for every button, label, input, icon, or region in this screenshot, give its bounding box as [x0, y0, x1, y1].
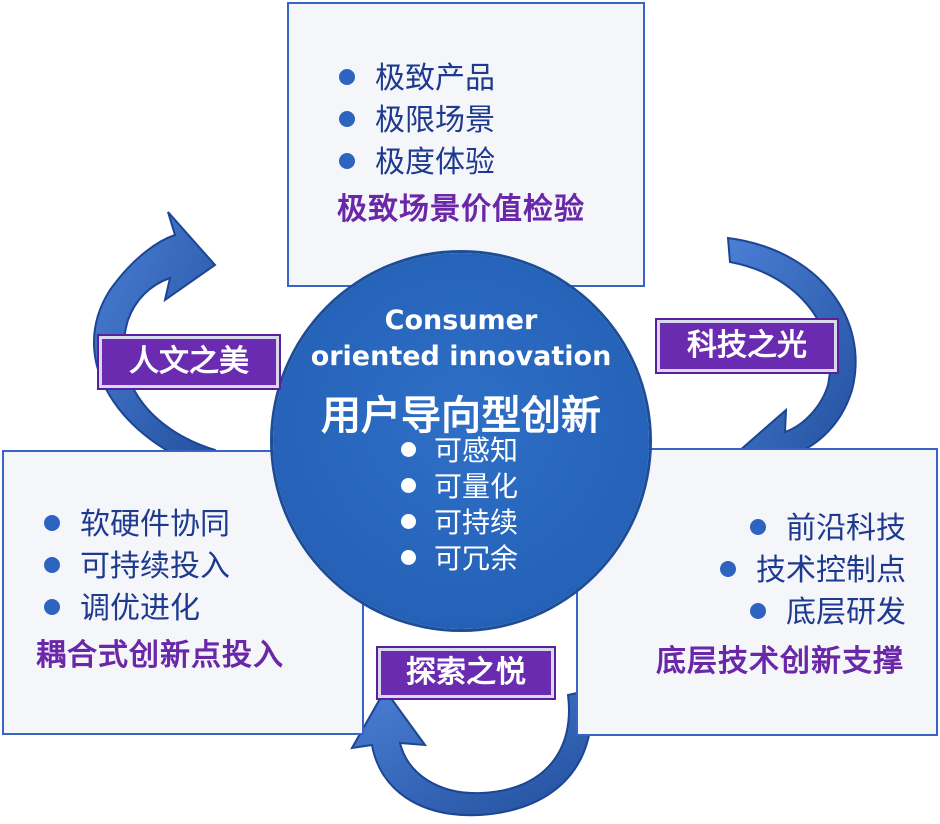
- bullet-icon: [401, 549, 416, 565]
- bullet-icon: [720, 560, 736, 577]
- bullet-icon: [44, 514, 60, 531]
- list-item: 底层研发: [720, 592, 906, 634]
- bullet-icon: [339, 68, 355, 85]
- bullet-icon: [339, 152, 355, 169]
- list-item: 极致产品: [339, 58, 495, 100]
- right-panel-list: 前沿科技 技术控制点 底层研发: [720, 508, 906, 634]
- left-panel: 软硬件协同 可持续投入 调优进化 耦合式创新点投入: [2, 450, 364, 735]
- tag-bottom: 探索之悦: [378, 648, 554, 698]
- list-item-label: 极致产品: [375, 61, 495, 96]
- hub-title-en-line2: oriented innovation: [310, 341, 612, 372]
- list-item: 可感知: [401, 433, 518, 469]
- top-panel-list: 极致产品 极限场景 极度体验: [339, 58, 495, 184]
- list-item-label: 可持续: [434, 506, 519, 539]
- list-item: 前沿科技: [720, 508, 906, 550]
- list-item: 可持续投入: [44, 546, 230, 588]
- list-item-label: 软硬件协同: [80, 507, 230, 542]
- top-panel: 极致产品 极限场景 极度体验 极致场景价值检验: [287, 2, 645, 287]
- list-item: 软硬件协同: [44, 504, 230, 546]
- list-item: 技术控制点: [720, 550, 906, 592]
- top-panel-caption: 极致场景价值检验: [337, 192, 585, 227]
- bullet-icon: [750, 518, 766, 535]
- list-item-label: 技术控制点: [756, 553, 906, 588]
- list-item: 极度体验: [339, 142, 495, 184]
- bullet-icon: [401, 477, 416, 493]
- list-item-label: 可持续投入: [80, 549, 230, 584]
- list-item-label: 极限场景: [375, 103, 495, 138]
- bullet-icon: [750, 602, 766, 619]
- bullet-icon: [401, 441, 416, 457]
- list-item: 可持续: [401, 505, 518, 541]
- hub-title-en-line1: Consumer: [384, 305, 538, 336]
- bottom-cycle-arrow-icon: [350, 688, 593, 817]
- list-item-label: 极度体验: [375, 145, 495, 180]
- list-item-label: 可冗余: [434, 542, 519, 575]
- list-item: 可冗余: [401, 541, 518, 577]
- list-item: 极限场景: [339, 100, 495, 142]
- left-panel-list: 软硬件协同 可持续投入 调优进化: [44, 504, 230, 630]
- bullet-icon: [44, 556, 60, 573]
- bullet-icon: [44, 598, 60, 615]
- right-panel-caption: 底层技术创新支撑: [656, 644, 904, 679]
- list-item: 调优进化: [44, 588, 230, 630]
- list-item-label: 可量化: [434, 470, 519, 503]
- list-item: 可量化: [401, 469, 518, 505]
- tag-right: 科技之光: [657, 320, 837, 372]
- list-item-label: 可感知: [434, 434, 519, 467]
- bullet-icon: [339, 110, 355, 127]
- list-item-label: 前沿科技: [786, 511, 906, 546]
- list-item-label: 调优进化: [80, 591, 200, 626]
- list-item-label: 底层研发: [786, 595, 906, 630]
- hub-title-cn: 用户导向型创新: [321, 393, 601, 439]
- hub-list: 可感知 可量化 可持续 可冗余: [401, 433, 518, 577]
- left-panel-caption: 耦合式创新点投入: [36, 638, 284, 673]
- central-hub: Consumer oriented innovation 用户导向型创新 可感知…: [273, 253, 649, 629]
- bullet-icon: [401, 513, 416, 529]
- tag-left: 人文之美: [99, 336, 279, 388]
